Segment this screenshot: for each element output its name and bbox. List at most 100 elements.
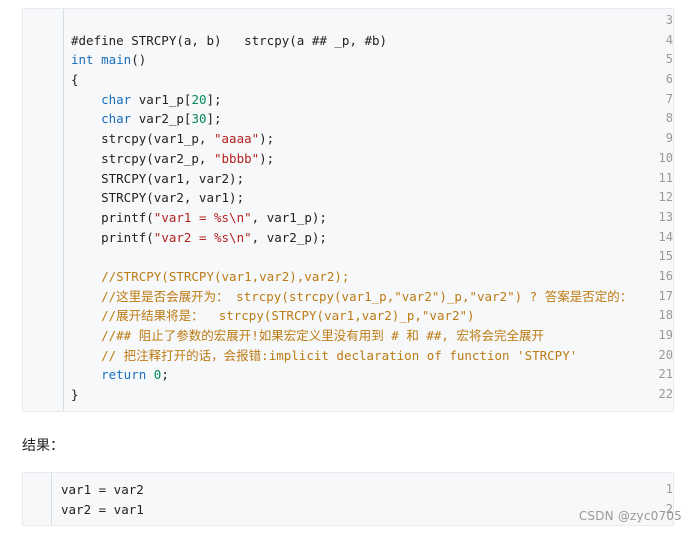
- code-token-str: "var2 = %s\n": [153, 229, 252, 245]
- code-token-kw: return: [101, 367, 147, 383]
- code-token: STRCPY(var2, var1);: [71, 190, 245, 206]
- line-number: 13: [658, 209, 673, 224]
- line-number: 17: [658, 288, 673, 303]
- code-line: 17 //这里是否会展开为： strcpy(strcpy(var1_p,"var…: [23, 287, 673, 307]
- code-line: 6{: [23, 70, 673, 90]
- line-number: 19: [658, 328, 673, 342]
- code-lines: 1 var1 = var2 2 var2 = var1: [23, 480, 673, 519]
- code-token: var2 = var1: [61, 501, 144, 517]
- code-text: var1 = var2: [61, 480, 144, 500]
- code-text: // 把注释打开的话，会报错:implicit declaration of f…: [71, 346, 577, 366]
- code-token: var1 = var2: [61, 482, 144, 497]
- line-number: 3: [665, 13, 673, 27]
- line-number: 8: [665, 111, 673, 126]
- code-token: ];: [206, 111, 222, 127]
- line-number: 2: [665, 501, 673, 516]
- code-token: [146, 367, 154, 382]
- code-line: 9 strcpy(var1_p, "aaaa");: [23, 129, 673, 149]
- code-token: STRCPY(var1, var2);: [71, 170, 245, 186]
- code-line: 10 strcpy(var2_p, "bbbb");: [23, 149, 673, 169]
- line-number: 11: [658, 170, 673, 185]
- watermark-text: CSDN @zyc0705: [578, 509, 682, 523]
- code-token: #define STRCPY(a, b) strcpy(a ## _p, #b): [71, 32, 388, 48]
- code-token: strcpy(var2_p,: [71, 150, 214, 166]
- code-token-cm: //展开结果将是： strcpy(STRCPY(var1,var2)_p,"va…: [71, 308, 475, 324]
- code-text: //展开结果将是： strcpy(STRCPY(var1,var2)_p,"va…: [71, 306, 475, 326]
- result-label: 结果：: [22, 438, 64, 454]
- code-text: }: [71, 385, 79, 405]
- code-line: 16 //STRCPY(STRCPY(var1,var2),var2);: [23, 267, 673, 287]
- code-text: return 0;: [71, 365, 169, 385]
- code-token-cm: //这里是否会展开为： strcpy(strcpy(var1_p,"var2")…: [71, 288, 633, 304]
- code-text: var2 = var1: [61, 500, 144, 520]
- line-number: 9: [665, 131, 673, 146]
- code-token-cm: // 把注释打开的话，会报错:implicit declaration of f…: [71, 347, 578, 363]
- code-token: printf(: [71, 229, 154, 245]
- code-line: 20 // 把注释打开的话，会报错:implicit declaration o…: [23, 346, 673, 366]
- line-number: 10: [658, 150, 673, 165]
- code-text: char var2_p[30];: [71, 109, 222, 129]
- code-line: 14 printf("var2 = %s\n", var2_p);: [23, 228, 673, 248]
- code-line: 11 STRCPY(var1, var2);: [23, 169, 673, 189]
- code-token: [71, 367, 101, 382]
- code-line: 2 var2 = var1: [23, 500, 673, 520]
- line-number: 7: [665, 91, 673, 106]
- code-token: strcpy(var1_p,: [71, 131, 214, 147]
- code-text: #define STRCPY(a, b) strcpy(a ## _p, #b): [71, 31, 387, 51]
- code-token-kw: int: [71, 52, 94, 68]
- code-token: var2_p[: [131, 111, 192, 127]
- code-token-str: "bbbb": [214, 150, 260, 166]
- line-number: 20: [658, 347, 673, 362]
- code-lines: 3 4 #define STRCPY(a, b) strcpy(a ## _p, #…: [23, 11, 673, 405]
- code-token: [94, 52, 102, 67]
- code-token: , var2_p);: [251, 229, 327, 245]
- code-token: );: [259, 131, 275, 147]
- line-number: 18: [658, 308, 673, 323]
- code-line: 5 int main(): [23, 50, 673, 70]
- line-number-gutter: [23, 473, 52, 525]
- code-text: STRCPY(var2, var1);: [71, 188, 244, 208]
- code-token: var1_p[: [131, 91, 192, 107]
- code-line: 13 printf("var1 = %s\n", var1_p);: [23, 208, 673, 228]
- code-token-num: 30: [191, 111, 207, 127]
- code-token-kw: char: [101, 111, 132, 127]
- code-line: 8 char var2_p[30];: [23, 109, 673, 129]
- line-number: 6: [665, 72, 673, 87]
- code-token: (): [131, 52, 147, 68]
- code-line: 4 #define STRCPY(a, b) strcpy(a ## _p, #b…: [23, 31, 673, 51]
- code-line: 19 //## 阻止了参数的宏展开!如果宏定义里没有用到 # 和 ##, 宏将会…: [23, 326, 673, 346]
- code-text: {: [71, 70, 79, 90]
- code-token-cm: //STRCPY(STRCPY(var1,var2),var2);: [71, 268, 350, 284]
- code-token-num: 0: [153, 367, 162, 383]
- code-line: 22}: [23, 385, 673, 405]
- code-token-kw: char: [101, 91, 132, 107]
- code-token-str: "var1 = %s\n": [153, 209, 252, 225]
- line-number: 16: [658, 268, 673, 283]
- code-line: 1 var1 = var2: [23, 480, 673, 500]
- code-line: 18 //展开结果将是： strcpy(STRCPY(var1,var2)_p,…: [23, 306, 673, 326]
- code-token: );: [259, 150, 275, 166]
- code-token: printf(: [71, 209, 154, 225]
- line-number: 15: [658, 249, 673, 264]
- line-number: 5: [665, 52, 673, 67]
- code-line: 12 STRCPY(var2, var1);: [23, 188, 673, 208]
- code-block-main: 3 4 #define STRCPY(a, b) strcpy(a ## _p, #…: [22, 8, 674, 412]
- code-token: [71, 92, 101, 107]
- line-number-gutter: [23, 9, 64, 411]
- code-token: [71, 111, 101, 126]
- line-number: 21: [658, 367, 673, 382]
- code-text: STRCPY(var1, var2);: [71, 169, 244, 189]
- line-number: 22: [658, 387, 673, 402]
- code-token: , var1_p);: [251, 209, 327, 225]
- line-number: 12: [658, 190, 673, 205]
- code-text: int main(): [71, 50, 146, 70]
- code-text: printf("var2 = %s\n", var2_p);: [71, 228, 327, 248]
- line-number: 4: [665, 32, 673, 47]
- code-token: ;: [161, 367, 169, 383]
- code-text: //STRCPY(STRCPY(var1,var2),var2);: [71, 267, 349, 287]
- code-token: {: [71, 72, 79, 88]
- line-number: 14: [658, 229, 673, 244]
- line-number: 1: [665, 482, 673, 496]
- code-token-num: 20: [191, 91, 207, 107]
- code-text: strcpy(var2_p, "bbbb");: [71, 149, 274, 169]
